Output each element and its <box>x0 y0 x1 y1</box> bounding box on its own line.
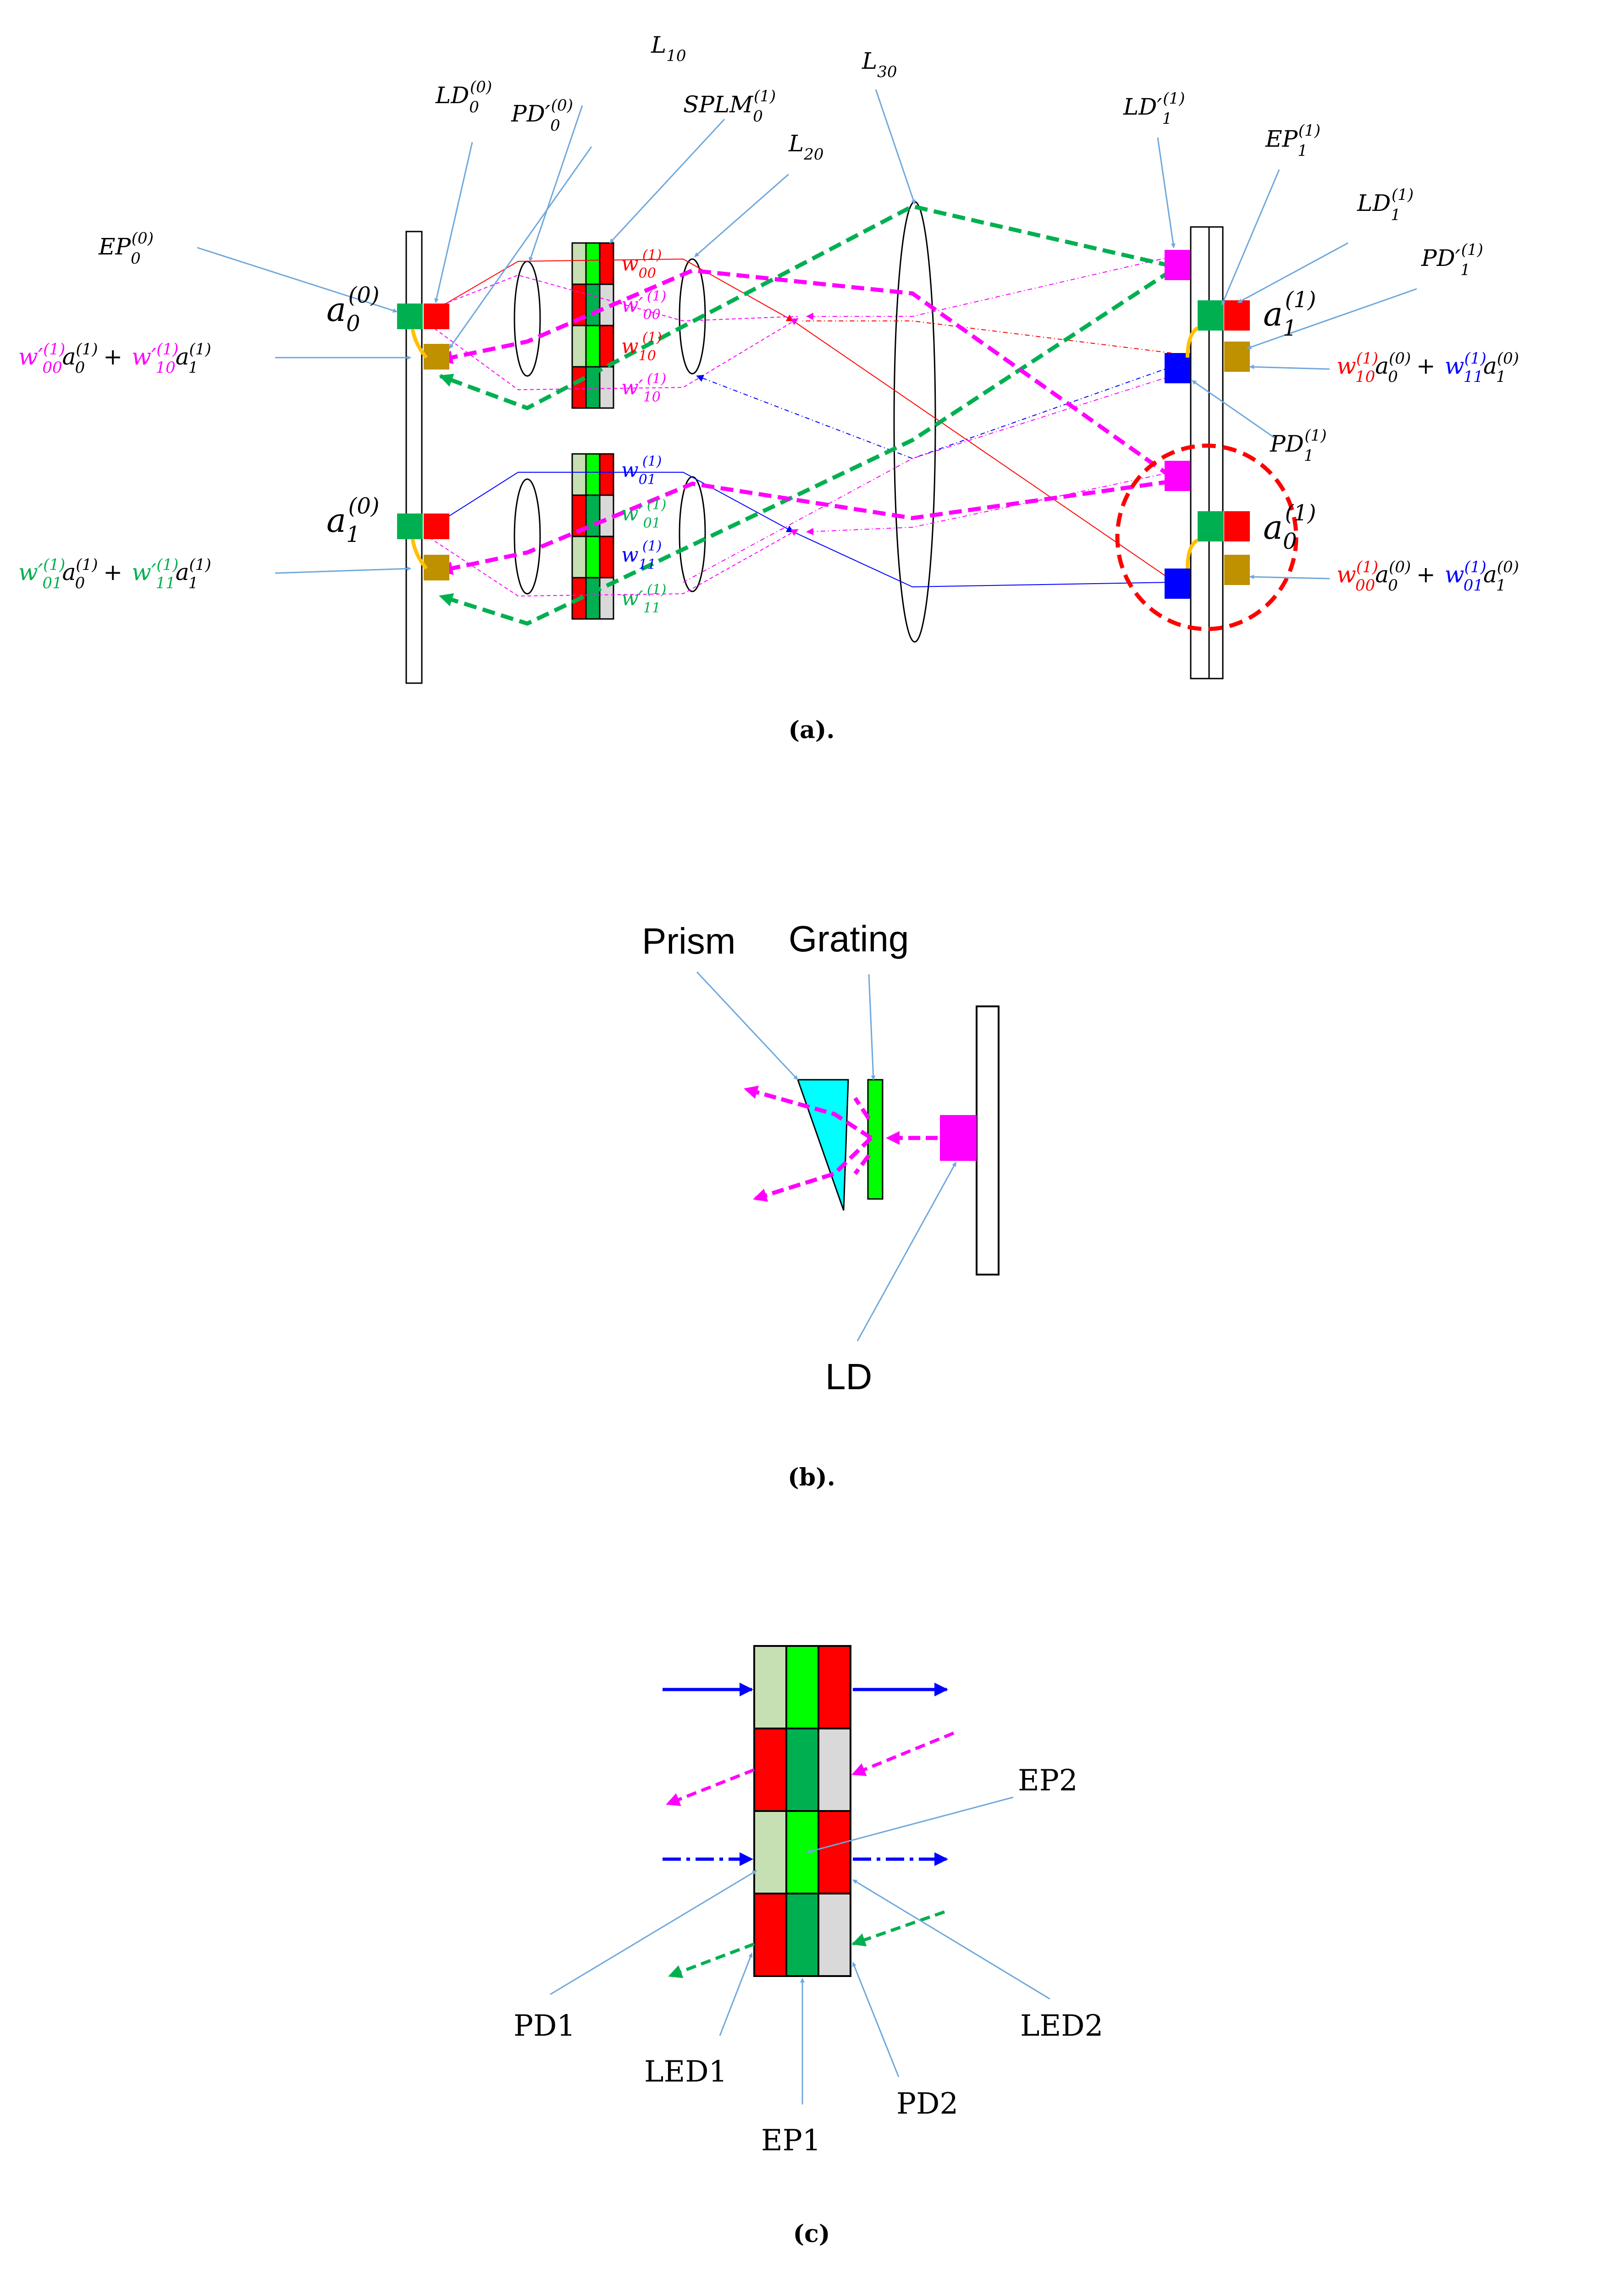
b-ld-element <box>940 1115 977 1161</box>
link-0 <box>411 329 428 359</box>
neuron-a1-0: a1(0) <box>326 493 379 547</box>
link-1 <box>411 539 428 570</box>
output-substrate-back <box>1208 226 1224 679</box>
c-label-pd1: PD1 <box>514 2009 575 2043</box>
callouts-a <box>197 89 1417 580</box>
pdp0-1-element <box>1224 555 1250 585</box>
b-callouts <box>696 971 957 1342</box>
c-label-ep2: EP2 <box>1018 1764 1078 1798</box>
label-l20: L20 <box>788 130 823 164</box>
panel-b: Prism Grating LD (b). <box>642 918 1000 1491</box>
b-label-ld: LD <box>825 1356 872 1397</box>
equation-left-top: w′(1)00a(1)0+w′(1)10a(1)1 <box>18 340 211 377</box>
weight-w10: w10(1) <box>621 330 662 364</box>
label-splm: SPLM0(1) <box>683 87 776 126</box>
ldp1-1-element <box>1165 250 1190 280</box>
b-prism <box>796 1079 849 1211</box>
label-l30: L30 <box>862 48 897 81</box>
panel-c: EP2 PD1 LED1 EP1 PD2 LED2 (c) <box>514 1645 1103 2248</box>
c-label-ep1: EP1 <box>761 2124 821 2158</box>
caption-c: (c) <box>793 2220 830 2248</box>
c-beams <box>663 1683 955 1978</box>
b-label-grating: Grating <box>789 918 909 959</box>
ld0-1-element <box>1224 511 1250 541</box>
b-substrate <box>976 1005 1000 1276</box>
lens-L10-bottom <box>514 478 541 595</box>
label-l10: L10 <box>651 32 686 65</box>
label-ld0: LD0(0) <box>435 78 492 116</box>
b-label-prism: Prism <box>642 921 735 961</box>
c-callouts <box>550 1796 1050 2104</box>
weight-w11: w11(1) <box>621 538 662 573</box>
link-2 <box>1186 326 1199 358</box>
pdp0-0-element <box>424 344 449 370</box>
label-ep0: EP0(0) <box>98 229 154 268</box>
label-pdp0: PD′0(0) <box>511 96 573 135</box>
ldp0-1-element <box>1165 461 1190 491</box>
neuron-a1-1: a1(1) <box>1263 287 1316 341</box>
weight-w01: w01(1) <box>621 453 662 488</box>
pdp1-1-element <box>1224 342 1250 372</box>
weight-w00: w00(1) <box>621 247 662 282</box>
weight-wp01: w′01(1) <box>621 497 666 531</box>
label-pdp1: PD′1(1) <box>1421 241 1483 279</box>
b-beams <box>744 1085 938 1202</box>
weight-wp00: w′00(1) <box>621 288 666 323</box>
ep0-0-element <box>397 304 423 329</box>
splm-top <box>571 242 614 409</box>
lens-L30 <box>893 201 936 643</box>
pd1-1-element <box>1165 353 1190 383</box>
caption-b: (b). <box>788 1463 835 1491</box>
output-substrate-front <box>1190 226 1210 679</box>
equation-right-bottom: w(1)00a(0)0+w(1)01a(0)1 <box>1337 558 1519 595</box>
label-ldp1: LD′1(1) <box>1123 89 1185 128</box>
caption-a: (a). <box>788 716 834 744</box>
panel-a: EP0(0) LD0(0) PD′0(0) L10 SPLM0(1) L20 L… <box>18 32 1519 744</box>
ep1-0-element <box>397 514 423 539</box>
c-label-led2: LED2 <box>1020 2009 1103 2043</box>
ep1-1-element <box>1198 300 1223 331</box>
ld1-1-element <box>1224 300 1250 331</box>
neuron-a0-0: a0(0) <box>326 282 379 337</box>
c-splm-block <box>753 1645 851 1977</box>
input-substrate <box>405 231 423 684</box>
link-3 <box>1186 538 1199 569</box>
equation-right-top: w(1)10a(0)0+w(1)11a(0)1 <box>1337 349 1519 386</box>
thick-paths <box>439 204 1173 626</box>
pd0-1-element <box>1165 569 1190 599</box>
lens-L10-top <box>514 260 541 377</box>
ep0-1-element <box>1198 511 1223 541</box>
lens-L20-bottom <box>679 476 706 592</box>
ld1-0-element <box>424 514 449 539</box>
c-label-pd2: PD2 <box>896 2087 958 2121</box>
pdp1-0-element <box>424 555 449 580</box>
thin-paths <box>424 256 1172 597</box>
weight-wp11: w′11(1) <box>621 582 666 616</box>
neuron-a0-1: a0(1) <box>1263 500 1316 554</box>
c-label-led1: LED1 <box>644 2055 727 2089</box>
label-ld1: LD1(1) <box>1357 186 1414 224</box>
label-pd1: PD1(1) <box>1270 426 1327 465</box>
weight-wp10: w′10(1) <box>621 371 666 405</box>
highlight-circle <box>1115 443 1298 631</box>
equation-left-bottom: w′(1)01a(1)0+w′(1)11a(1)1 <box>18 556 211 592</box>
lens-L20-top <box>679 258 706 375</box>
label-ep1: EP1(1) <box>1265 121 1320 160</box>
ld0-0-element <box>424 304 449 329</box>
